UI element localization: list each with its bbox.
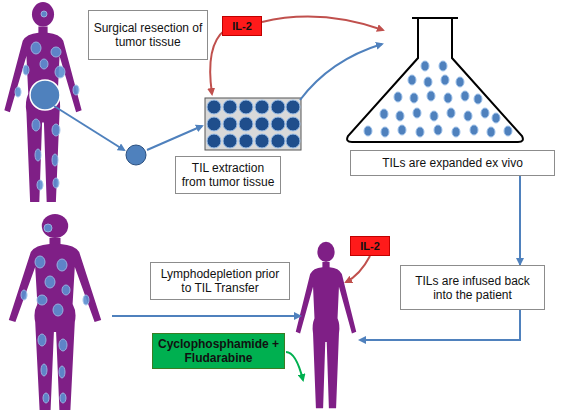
- flow-arrow: [360, 310, 520, 340]
- node-text: TILs are expanded ex vivo: [382, 156, 523, 170]
- node-text: Surgical resection of tumor tissue: [93, 21, 203, 49]
- process-box: TILs are expanded ex vivo: [350, 150, 555, 176]
- node-text: IL-2: [232, 19, 252, 33]
- il2-box: IL-2: [350, 236, 390, 256]
- il2-arrow: [210, 30, 225, 94]
- process-box: Surgical resection of tumor tissue: [88, 10, 208, 60]
- tumor-spots: [21, 224, 89, 403]
- il2-arrow: [346, 256, 370, 282]
- drug-box: Cyclophosphamide + Fludarabine: [152, 333, 285, 369]
- tumor-site: [30, 80, 60, 110]
- node-text: TIL extraction from tumor tissue: [180, 161, 276, 189]
- well-plate: [205, 98, 301, 150]
- flow-arrow: [112, 315, 300, 317]
- flow-arrow: [54, 106, 124, 150]
- process-box: TILs are infused back into the patient: [400, 265, 545, 310]
- flow-arrow: [147, 126, 202, 150]
- tissue-sample: [126, 145, 146, 165]
- node-text: Cyclophosphamide + Fludarabine: [157, 337, 280, 365]
- il2-box: IL-2: [222, 16, 262, 36]
- patient-figure: [4, 2, 81, 202]
- drug-arrow: [286, 352, 303, 380]
- node-text: TILs are infused back into the patient: [405, 274, 540, 302]
- tumor-spots: [15, 11, 79, 190]
- flow-connector: [519, 176, 521, 265]
- flow-arrow: [300, 44, 382, 100]
- node-text: Lymphodepletion prior to TIL Transfer: [155, 267, 285, 295]
- process-box: TIL extraction from tumor tissue: [175, 156, 281, 194]
- culture-flask: [347, 18, 523, 142]
- patient-figure: [296, 242, 356, 409]
- patient-figure: [9, 214, 101, 410]
- il2-arrow: [262, 17, 383, 30]
- process-box: Lymphodepletion prior to TIL Transfer: [150, 262, 290, 300]
- node-text: IL-2: [360, 239, 380, 253]
